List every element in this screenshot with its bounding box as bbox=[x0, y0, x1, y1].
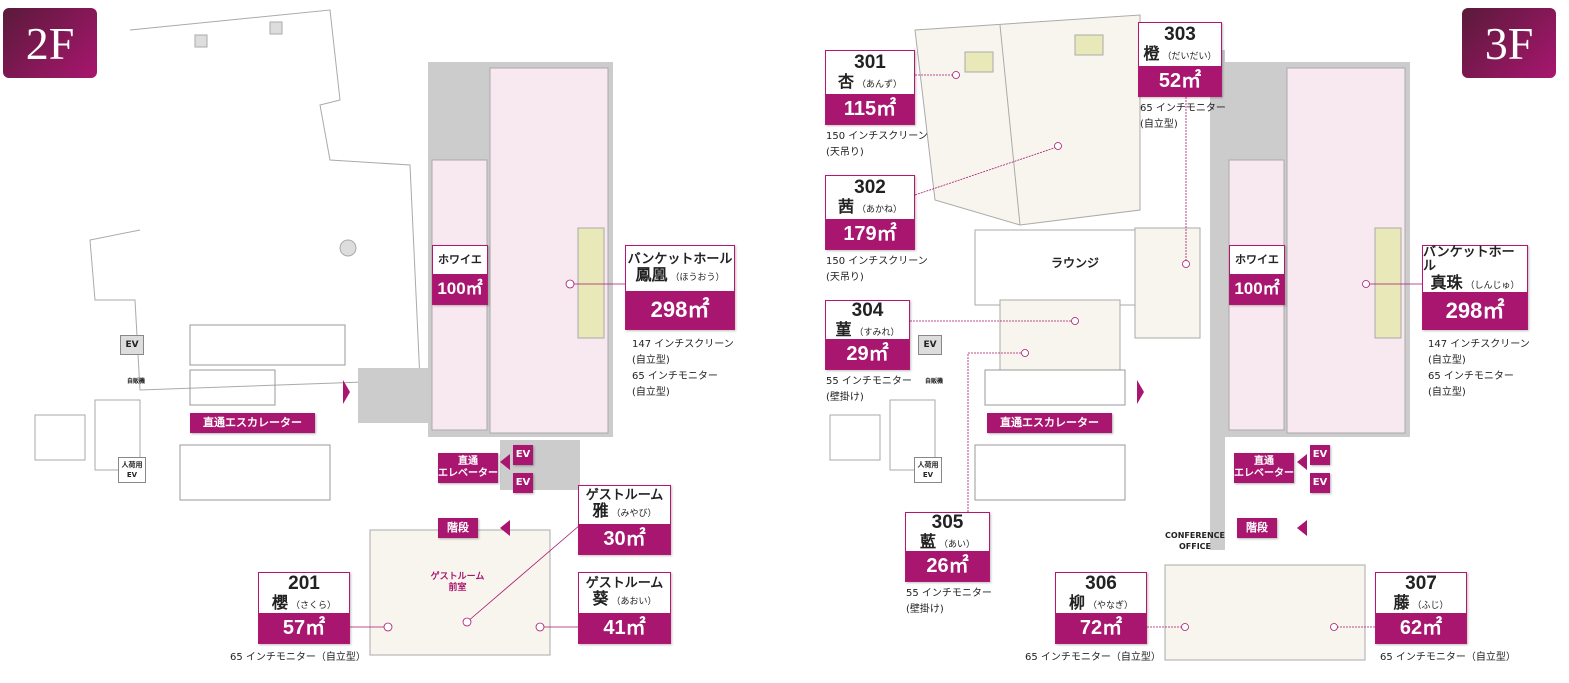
room-name: 橙 bbox=[1143, 46, 1160, 64]
room-number: 301 bbox=[854, 52, 886, 74]
room-name: 柳 bbox=[1068, 594, 1085, 612]
room-name: 葵 bbox=[592, 591, 609, 609]
stairs-label: 階段 bbox=[1237, 518, 1277, 538]
room-title: ゲストルーム bbox=[585, 576, 664, 592]
banquet-hall-shinju-label[interactable]: バンケットホール 真珠（しんじゅ） 298㎡ bbox=[1422, 245, 1528, 331]
foyer-area: 100㎡ bbox=[1230, 274, 1284, 304]
room-name: 櫻 bbox=[271, 594, 288, 612]
lounge-label: ラウンジ bbox=[1050, 256, 1099, 270]
room-reading: （ふじ） bbox=[1412, 599, 1449, 610]
escalator-label: 直通エスカレーター bbox=[190, 413, 315, 433]
room-name: 真珠 bbox=[1430, 274, 1463, 292]
room-302-note: 150 インチスクリーン (天吊り) bbox=[826, 256, 928, 283]
room-number: 307 bbox=[1405, 572, 1437, 594]
room-area: 41㎡ bbox=[579, 613, 670, 643]
room-area: 62㎡ bbox=[1376, 613, 1466, 643]
conference-office-label: CONFERENCE OFFICE bbox=[1165, 531, 1225, 551]
room-name: 杏 bbox=[837, 74, 854, 92]
room-number: 304 bbox=[851, 300, 884, 321]
room-name: 茜 bbox=[837, 199, 854, 217]
stairs-label: 階段 bbox=[438, 518, 478, 538]
room-area: 298㎡ bbox=[1423, 292, 1527, 331]
guest-room-miyabi-label[interactable]: ゲストルーム 雅（みやび） 30㎡ bbox=[578, 485, 671, 555]
freight-ev-box: 人荷用 EV bbox=[118, 457, 146, 483]
room-name: 菫 bbox=[835, 321, 852, 339]
room-number: 201 bbox=[288, 572, 320, 594]
room-reading: （すみれ） bbox=[854, 326, 900, 337]
foyer-area: 100㎡ bbox=[433, 274, 487, 304]
room-303-note: 65 インチモニター (自立型) bbox=[1140, 103, 1226, 130]
foyer-title: ホワイエ bbox=[1235, 252, 1279, 266]
elevator-label: 直通 エレベーター bbox=[1234, 453, 1294, 483]
room-reading: （みやび） bbox=[611, 508, 657, 519]
vending-label: 自販機 bbox=[126, 378, 145, 385]
room-306-label[interactable]: 306 柳（やなぎ） 72㎡ bbox=[1055, 572, 1147, 644]
room-area: 179㎡ bbox=[826, 219, 914, 249]
room-reading: （やなぎ） bbox=[1088, 599, 1134, 610]
room-307-note: 65 インチモニター（自立型） bbox=[1380, 652, 1516, 663]
room-reading: （ほうおう） bbox=[670, 271, 725, 282]
room-number: 306 bbox=[1085, 572, 1117, 594]
room-title: ゲストルーム bbox=[585, 488, 664, 504]
ev-tag: EV bbox=[513, 445, 533, 465]
floor-badge-3f: 3F bbox=[1462, 8, 1556, 78]
banquet-hall-houou-label[interactable]: バンケットホール 鳳凰（ほうおう） 298㎡ bbox=[625, 245, 735, 330]
room-301-note: 150 インチスクリーン (天吊り) bbox=[826, 131, 928, 158]
foyer-2f-label: ホワイエ 100㎡ bbox=[432, 245, 488, 305]
room-name: 鳳凰 bbox=[635, 266, 668, 284]
ev-tag: EV bbox=[1310, 473, 1330, 493]
foyer-3f-label: ホワイエ 100㎡ bbox=[1229, 245, 1285, 305]
room-reading: （さくら） bbox=[291, 599, 337, 610]
elevator-label: 直通 エレベーター bbox=[438, 453, 498, 483]
banquet-equipment-note: 147 インチスクリーン (自立型) 65 インチモニター (自立型) bbox=[632, 339, 734, 398]
room-302-label[interactable]: 302 茜（あかね） 179㎡ bbox=[825, 175, 915, 250]
room-reading: （あかね） bbox=[857, 204, 903, 215]
freight-ev-box: 人荷用 EV bbox=[914, 457, 942, 483]
ev-tag: EV bbox=[513, 473, 533, 493]
vending-label: 自販機 bbox=[924, 378, 943, 385]
room-name: 藍 bbox=[919, 533, 936, 551]
room-301-label[interactable]: 301 杏（あんず） 115㎡ bbox=[825, 50, 915, 125]
guest-room-anteroom-label: ゲストルーム 前室 bbox=[430, 572, 485, 593]
room-201-note: 65 インチモニター（自立型） bbox=[230, 652, 366, 663]
room-area: 298㎡ bbox=[626, 291, 734, 329]
room-title: バンケットホール bbox=[627, 251, 733, 267]
room-area: 30㎡ bbox=[579, 524, 670, 554]
ev-box: EV bbox=[120, 335, 144, 355]
room-title: バンケットホール bbox=[1423, 245, 1515, 275]
room-area: 72㎡ bbox=[1056, 613, 1146, 643]
room-number: 302 bbox=[854, 177, 886, 199]
room-306-note: 65 インチモニター（自立型） bbox=[1025, 652, 1161, 663]
ev-tag: EV bbox=[1310, 445, 1330, 465]
floor-plan-2f bbox=[34, 9, 625, 656]
floor-badge-2f: 2F bbox=[3, 8, 97, 78]
room-305-note: 55 インチモニター (壁掛け) bbox=[906, 588, 992, 615]
room-201-label[interactable]: 201 櫻（さくら） 57㎡ bbox=[258, 572, 350, 644]
room-area: 115㎡ bbox=[826, 94, 914, 124]
room-number: 303 bbox=[1164, 24, 1196, 46]
foyer-title: ホワイエ bbox=[438, 252, 482, 266]
room-number: 305 bbox=[931, 512, 964, 533]
room-303-label[interactable]: 303 橙（だいだい） 52㎡ bbox=[1138, 22, 1222, 97]
room-307-label[interactable]: 307 藤（ふじ） 62㎡ bbox=[1375, 572, 1467, 644]
room-area: 29㎡ bbox=[826, 339, 909, 370]
room-reading: （だいだい） bbox=[1162, 51, 1217, 62]
guest-room-aoi-label[interactable]: ゲストルーム 葵（あおい） 41㎡ bbox=[578, 572, 671, 644]
room-reading: （しんじゅ） bbox=[1465, 279, 1520, 290]
room-area: 52㎡ bbox=[1139, 66, 1221, 96]
room-305-label[interactable]: 305 藍（あい） 26㎡ bbox=[905, 512, 990, 582]
room-reading: （あい） bbox=[939, 538, 976, 549]
room-304-note: 55 インチモニター (壁掛け) bbox=[826, 376, 912, 403]
banquet-equipment-note: 147 インチスクリーン (自立型) 65 インチモニター (自立型) bbox=[1428, 339, 1530, 398]
room-304-label[interactable]: 304 菫（すみれ） 29㎡ bbox=[825, 300, 910, 370]
ev-box: EV bbox=[918, 335, 942, 355]
room-name: 藤 bbox=[1393, 594, 1410, 612]
room-name: 雅 bbox=[592, 503, 609, 521]
room-area: 26㎡ bbox=[906, 551, 989, 582]
escalator-label: 直通エスカレーター bbox=[987, 413, 1112, 433]
room-reading: （あんず） bbox=[857, 79, 903, 90]
room-area: 57㎡ bbox=[259, 613, 349, 643]
room-reading: （あおい） bbox=[611, 596, 657, 607]
